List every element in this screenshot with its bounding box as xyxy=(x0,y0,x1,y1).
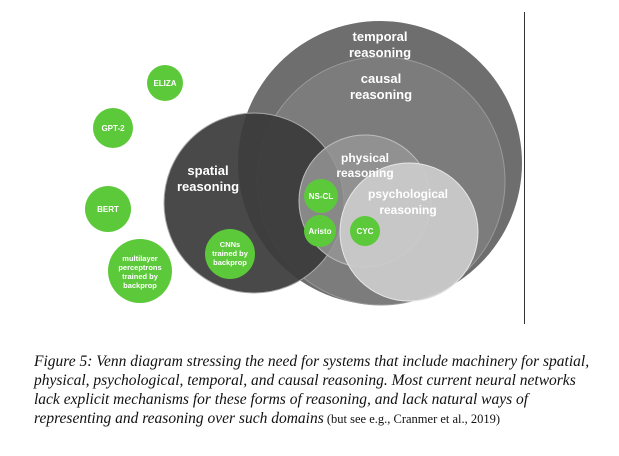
gpt2-node: GPT-2 xyxy=(93,108,133,148)
figure-caption: Figure 5: Venn diagram stressing the nee… xyxy=(34,352,594,429)
nscl-node: NS-CL xyxy=(304,179,338,213)
cyc-node: CYC xyxy=(350,216,380,246)
aristo-label: Aristo xyxy=(308,227,331,236)
caption-main-text: Figure 5: Venn diagram stressing the nee… xyxy=(34,353,590,427)
bert-label: BERT xyxy=(97,205,119,214)
gpt2-label: GPT-2 xyxy=(101,124,125,133)
eliza-label: ELIZA xyxy=(153,79,176,88)
bert-node: BERT xyxy=(85,186,131,232)
psychological-reasoning-circle xyxy=(339,162,479,302)
vertical-divider xyxy=(524,12,525,324)
aristo-node: Aristo xyxy=(304,215,336,247)
nscl-label: NS-CL xyxy=(309,192,334,201)
cyc-label: CYC xyxy=(357,227,374,236)
eliza-node: ELIZA xyxy=(147,65,183,101)
caption-citation-text: (but see e.g., Cranmer et al., 2019) xyxy=(323,412,501,426)
